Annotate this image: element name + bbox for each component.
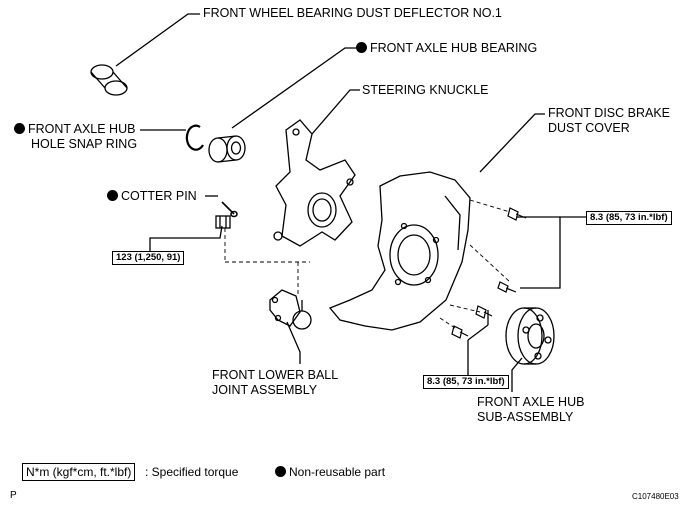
label-dust-cover-line2: DUST COVER	[548, 121, 630, 135]
dust-cover-part	[328, 171, 471, 331]
leader-nut-torque	[149, 225, 223, 255]
legend-nonreusable: Non-reusable part	[275, 465, 385, 480]
label-hub-bearing: FRONT AXLE HUB BEARING	[356, 41, 537, 56]
label-cotter-pin-text: COTTER PIN	[121, 189, 197, 203]
leader-dust-cover-torque	[520, 216, 590, 289]
hub-bearing-part	[208, 135, 246, 163]
dust-cover-bolts	[497, 207, 527, 293]
dust-deflector-part	[90, 64, 128, 96]
label-ball-joint-line2: JOINT ASSEMBLY	[212, 383, 318, 397]
torque-nut: 123 (1,250, 91)	[112, 251, 185, 265]
label-hub-bearing-text: FRONT AXLE HUB BEARING	[370, 41, 538, 55]
leader-hub-bearing	[231, 47, 356, 129]
nonreusable-marker-icon	[107, 190, 118, 201]
label-axle-hub-sub-line2: SUB-ASSEMBLY	[477, 410, 574, 424]
castle-nut-part	[215, 215, 231, 229]
label-snap-ring: FRONT AXLE HUB HOLE SNAP RING	[14, 122, 137, 152]
leader-dust-deflector	[115, 13, 200, 67]
label-axle-hub-sub: FRONT AXLE HUB SUB-ASSEMBLY	[477, 395, 584, 425]
hub-bolts	[451, 305, 493, 339]
label-dust-deflector: FRONT WHEEL BEARING DUST DEFLECTOR NO.1	[203, 6, 502, 20]
legend-unit-desc: : Specified torque	[145, 465, 239, 479]
snap-ring-part	[185, 124, 204, 151]
nonreusable-marker-icon	[14, 123, 25, 134]
label-cotter-pin: COTTER PIN	[107, 189, 197, 204]
label-axle-hub-sub-line1: FRONT AXLE HUB	[477, 395, 585, 409]
figure-code: C107480E03	[632, 492, 679, 501]
cotter-pin-part	[221, 201, 238, 218]
leader-hub-sub	[511, 357, 523, 392]
nonreusable-marker-icon	[275, 466, 286, 477]
nonreusable-marker-icon	[356, 42, 367, 53]
label-ball-joint: FRONT LOWER BALL JOINT ASSEMBLY	[212, 368, 338, 398]
torque-hub-bolts: 8.3 (85, 73 in.*lbf)	[423, 375, 509, 389]
leader-steering-knuckle	[311, 89, 360, 135]
page-letter: P	[10, 490, 17, 501]
axle-hub-part	[505, 307, 555, 365]
label-dust-cover-line1: FRONT DISC BRAKE	[548, 106, 671, 120]
label-steering-knuckle: STEERING KNUCKLE	[362, 83, 489, 97]
ball-joint-part	[269, 289, 312, 330]
leader-ball-joint	[286, 321, 301, 364]
legend-unit-box: N*m (kgf*cm, ft.*lbf)	[22, 463, 136, 481]
leader-dust-cover	[479, 113, 545, 173]
label-snap-ring-line1: FRONT AXLE HUB	[28, 122, 136, 136]
label-snap-ring-line2: HOLE SNAP RING	[31, 137, 138, 151]
label-dust-cover: FRONT DISC BRAKE DUST COVER	[548, 106, 670, 136]
label-ball-joint-line1: FRONT LOWER BALL	[212, 368, 339, 382]
torque-dust-cover-bolts: 8.3 (85, 73 in.*lbf)	[586, 211, 672, 225]
steering-knuckle-part	[273, 119, 356, 247]
legend-nonreusable-text: Non-reusable part	[289, 465, 386, 479]
